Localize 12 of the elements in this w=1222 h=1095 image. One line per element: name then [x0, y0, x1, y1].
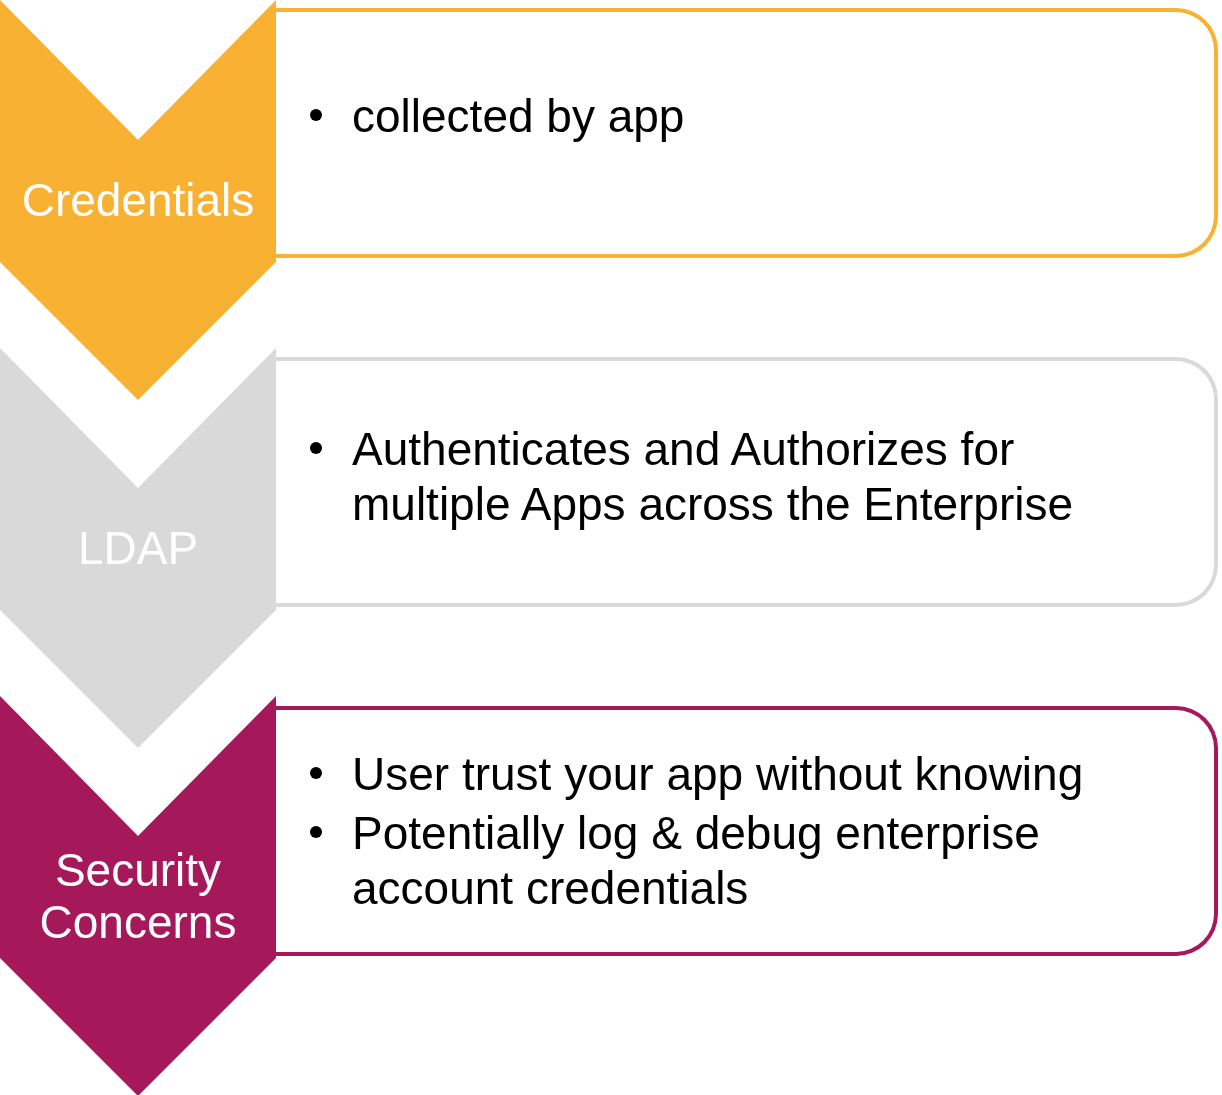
bullet-text: collected by app: [352, 89, 685, 142]
chevron-shape: [0, 0, 276, 400]
bullet-text: User trust your app without knowing: [352, 747, 1084, 800]
bullet-text: Potentially log & debug enterprise account credentials: [352, 806, 1040, 914]
content-box: [276, 8, 1218, 258]
content-box: [276, 357, 1218, 607]
step-label: Security Concerns: [38, 844, 238, 948]
bullet-text: Authenticates and Authorizes for multiple Apps across the Enterprise: [352, 423, 1074, 530]
chevron-shape: [0, 348, 276, 748]
chevron-shape: [0, 696, 276, 1095]
content-box: [276, 706, 1218, 956]
step-label: Credentials: [20, 174, 256, 226]
